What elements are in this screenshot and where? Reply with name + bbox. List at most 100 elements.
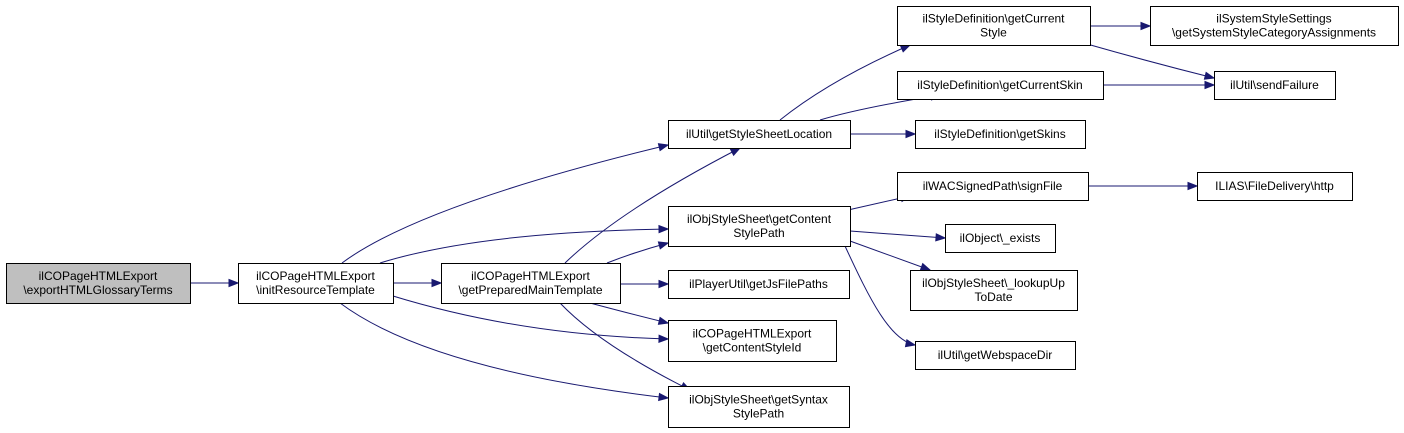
edge-line bbox=[392, 295, 669, 340]
node-box bbox=[238, 263, 394, 304]
edge-n2-n5 bbox=[620, 279, 670, 289]
arrowhead-icon bbox=[905, 129, 917, 139]
node-label-line: ilObjStyleSheet\getSyntax bbox=[689, 393, 828, 407]
node-label-line: ilCOPageHTMLExport bbox=[39, 269, 158, 283]
node-n0[interactable]: ilCOPageHTMLExport\exportHTMLGlossaryTer… bbox=[6, 263, 191, 304]
edge-n1-n2 bbox=[393, 278, 443, 288]
arrowhead-icon bbox=[729, 147, 742, 157]
node-box bbox=[910, 270, 1078, 311]
edge-n1-n3 bbox=[341, 143, 670, 264]
node-n11[interactable]: ilWACSignedPath\signFile bbox=[897, 172, 1089, 201]
node-label-line: ToDate bbox=[974, 290, 1012, 304]
edge-n11-n17 bbox=[1088, 181, 1199, 191]
node-n1[interactable]: ilCOPageHTMLExport\initResourceTemplate bbox=[238, 263, 394, 304]
node-box bbox=[1197, 172, 1353, 201]
node-box bbox=[6, 263, 191, 304]
node-label-line: ilObjStyleSheet\_lookupUp bbox=[922, 276, 1065, 290]
node-box bbox=[915, 120, 1086, 149]
node-label-line: ilStyleDefinition\getSkins bbox=[934, 127, 1065, 141]
node-box bbox=[668, 386, 850, 428]
node-n17[interactable]: ILIAS\FileDelivery\http bbox=[1197, 172, 1353, 201]
edge-n2-n6 bbox=[589, 302, 670, 325]
node-n15[interactable]: ilSystemStyleSettings\getSystemStyleCate… bbox=[1150, 6, 1399, 46]
node-label-line: \getContentStyleId bbox=[703, 341, 802, 355]
edge-n4-n12 bbox=[849, 230, 947, 242]
arrowhead-icon bbox=[658, 224, 670, 234]
edge-n1-n7 bbox=[339, 302, 670, 402]
node-label-line: \initResourceTemplate bbox=[256, 283, 375, 297]
edge-line bbox=[339, 302, 669, 399]
node-n6[interactable]: ilCOPageHTMLExport\getContentStyleId bbox=[668, 320, 837, 362]
node-n3[interactable]: ilUtil\getStyleSheetLocation bbox=[668, 120, 851, 149]
node-box bbox=[897, 172, 1089, 201]
nodes-layer: ilCOPageHTMLExport\exportHTMLGlossaryTer… bbox=[6, 6, 1399, 428]
node-box bbox=[668, 206, 851, 247]
edge-n4-n14 bbox=[844, 245, 917, 348]
edge-n9-n16 bbox=[1103, 80, 1216, 90]
node-label-line: ILIAS\FileDelivery\http bbox=[1215, 179, 1334, 193]
node-label-line: ilCOPageHTMLExport bbox=[693, 327, 812, 341]
arrowhead-icon bbox=[1187, 181, 1199, 191]
node-box bbox=[441, 263, 621, 304]
node-box bbox=[1214, 71, 1336, 100]
node-label-line: Style bbox=[980, 26, 1007, 40]
edge-line bbox=[606, 242, 669, 264]
node-box bbox=[915, 341, 1076, 370]
node-n10[interactable]: ilStyleDefinition\getSkins bbox=[915, 120, 1086, 149]
node-n9[interactable]: ilStyleDefinition\getCurrentSkin bbox=[897, 71, 1104, 100]
edge-line bbox=[341, 144, 669, 264]
node-n14[interactable]: ilUtil\getWebspaceDir bbox=[915, 341, 1076, 370]
edge-line bbox=[1086, 43, 1215, 79]
node-label-line: ilObject\_exists bbox=[960, 231, 1041, 245]
node-box bbox=[945, 224, 1056, 253]
arrowhead-icon bbox=[658, 334, 670, 343]
node-label-line: ilSystemStyleSettings bbox=[1216, 12, 1331, 26]
arrowhead-icon bbox=[935, 233, 947, 242]
edge-line bbox=[379, 228, 669, 264]
node-box bbox=[668, 320, 837, 362]
arrowhead-icon bbox=[919, 262, 932, 271]
node-label-line: \getSystemStyleCategoryAssignments bbox=[1172, 26, 1376, 40]
node-box bbox=[668, 270, 850, 299]
node-label-line: ilUtil\getWebspaceDir bbox=[938, 348, 1053, 362]
arrowhead-icon bbox=[431, 278, 443, 288]
node-label-line: ilCOPageHTMLExport bbox=[256, 269, 375, 283]
edge-line bbox=[564, 147, 741, 264]
edge-line bbox=[849, 240, 931, 271]
node-label-line: StylePath bbox=[733, 407, 784, 421]
node-label-line: ilObjStyleSheet\getContent bbox=[687, 212, 832, 226]
edge-n1-n6 bbox=[392, 295, 670, 343]
edge-n8-n15 bbox=[1090, 21, 1152, 31]
arrowhead-icon bbox=[657, 241, 670, 250]
edge-n3-n8 bbox=[779, 44, 912, 121]
node-box bbox=[1150, 6, 1399, 46]
edge-line bbox=[559, 302, 691, 391]
node-label-line: \exportHTMLGlossaryTerms bbox=[23, 283, 172, 297]
node-n16[interactable]: ilUtil\sendFailure bbox=[1214, 71, 1336, 100]
edge-n0-n1 bbox=[190, 278, 240, 288]
node-box bbox=[897, 71, 1104, 100]
node-n5[interactable]: ilPlayerUtil\getJsFilePaths bbox=[668, 270, 850, 299]
edge-n4-n13 bbox=[849, 240, 932, 271]
node-n12[interactable]: ilObject\_exists bbox=[945, 224, 1056, 253]
node-label-line: ilUtil\getStyleSheetLocation bbox=[686, 127, 832, 141]
edge-line bbox=[589, 302, 669, 324]
edge-n3-n10 bbox=[850, 129, 917, 139]
node-box bbox=[668, 120, 851, 149]
node-label-line: ilStyleDefinition\getCurrentSkin bbox=[917, 78, 1082, 92]
node-n2[interactable]: ilCOPageHTMLExport\getPreparedMainTempla… bbox=[441, 263, 621, 304]
edge-n2-n3 bbox=[564, 147, 742, 264]
arrowhead-icon bbox=[657, 143, 670, 152]
arrowhead-icon bbox=[1204, 80, 1216, 90]
arrowhead-icon bbox=[1140, 21, 1152, 31]
arrowhead-icon bbox=[228, 278, 240, 288]
edge-n2-n4 bbox=[606, 241, 670, 264]
arrowhead-icon bbox=[657, 316, 670, 325]
arrowhead-icon bbox=[658, 279, 670, 289]
node-label-line: ilUtil\sendFailure bbox=[1230, 78, 1319, 92]
node-label-line: ilStyleDefinition\getCurrent bbox=[922, 12, 1065, 26]
